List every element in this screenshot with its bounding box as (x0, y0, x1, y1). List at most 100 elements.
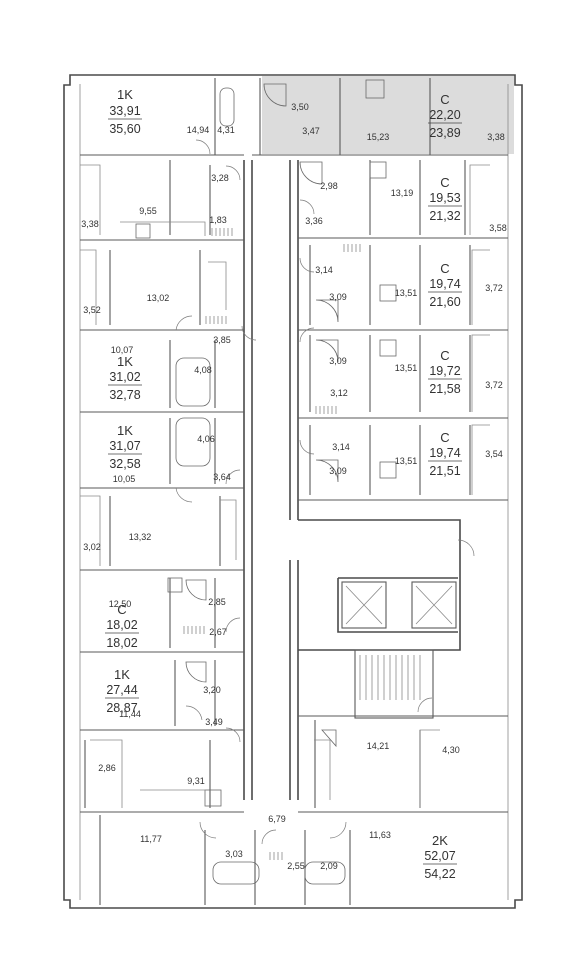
apartment-type: C (440, 348, 449, 363)
shower-7 (185, 661, 207, 683)
apartment-a2: C 22,20 23,89 (428, 92, 462, 140)
right-dividers (252, 154, 508, 813)
room-area: 3,72 (485, 380, 503, 390)
elevator-2-cross (415, 585, 453, 625)
living-area: 52,07 (424, 849, 455, 863)
room-area: 2,67 (209, 627, 227, 637)
room-area: 3,20 (203, 685, 221, 695)
apartment-a1: 1K 33,91 35,60 (108, 87, 142, 136)
shower-6 (185, 579, 207, 601)
stove-8 (167, 577, 183, 593)
living-area: 33,91 (109, 104, 140, 118)
total-area: 21,51 (429, 464, 460, 478)
stove-7 (204, 789, 222, 807)
apartment-type: 1K (117, 423, 133, 438)
room-area: 3,03 (225, 849, 243, 859)
stair-steps (359, 655, 421, 700)
shower-5 (315, 459, 339, 483)
room-area: 2,09 (320, 861, 338, 871)
room-area: 15,23 (367, 132, 390, 142)
room-area: 3,12 (330, 388, 348, 398)
room-area: 13,51 (395, 363, 418, 373)
room-area: 14,21 (367, 741, 390, 751)
room-area: 13,02 (147, 293, 170, 303)
room-area: 3,85 (213, 335, 231, 345)
living-area: 19,53 (429, 191, 460, 205)
stove-6 (135, 223, 151, 239)
apartment-type: C (440, 92, 449, 107)
apartment-a9: C 18,02 18,02 (105, 602, 139, 650)
room-area: 2,86 (98, 763, 116, 773)
outer-wall (63, 74, 523, 909)
stove-5 (379, 461, 397, 479)
room-area: 13,19 (391, 188, 414, 198)
elevator-shaft-2 (411, 581, 457, 629)
room-area: 4,08 (194, 365, 212, 375)
total-area: 54,22 (424, 867, 455, 881)
room-area: 10,07 (111, 345, 134, 355)
room-area: 1,83 (209, 215, 227, 225)
room-area: 3,09 (329, 466, 347, 476)
room-area: 14,94 (187, 125, 210, 135)
room-area: 4,31 (217, 125, 235, 135)
apartment-type: C (440, 261, 449, 276)
apartment-type: C (440, 430, 449, 445)
room-area: 3,09 (329, 356, 347, 366)
total-area: 32,78 (109, 388, 140, 402)
apartment-a4: C 19,74 21,60 (428, 261, 462, 309)
apartment-a11: 2K 52,07 54,22 (423, 833, 457, 881)
staircase (354, 649, 434, 719)
total-area: 23,89 (429, 126, 460, 140)
room-area: 3,58 (489, 223, 507, 233)
room-area: 3,28 (211, 173, 229, 183)
room-area: 2,55 (287, 861, 305, 871)
room-area: 13,51 (395, 288, 418, 298)
shower-1 (263, 83, 287, 107)
apartment-type: C (440, 175, 449, 190)
door-swings (175, 139, 475, 845)
apartment-a5: C 19,72 21,58 (428, 348, 462, 396)
total-area: 32,58 (109, 457, 140, 471)
right-partitions (309, 78, 471, 808)
bathtub-3 (175, 417, 211, 467)
elevator-shaft-1 (341, 581, 387, 629)
room-area: 11,77 (140, 834, 162, 844)
room-area: 3,52 (83, 305, 101, 315)
room-area: 3,38 (487, 132, 505, 142)
shower-8 (321, 729, 337, 748)
apartment-type: C (117, 602, 126, 617)
apartment-a3: C 19,53 21,32 (428, 175, 462, 223)
highlighted-balcony (474, 76, 514, 154)
living-area: 18,02 (106, 618, 137, 632)
bathtub-4 (212, 861, 260, 885)
room-area: 3,14 (332, 442, 350, 452)
total-area: 21,58 (429, 382, 460, 396)
bathtub-1 (219, 87, 235, 127)
bathtub-5 (304, 861, 346, 885)
room-area: 3,50 (291, 102, 309, 112)
room-area: 3,47 (302, 126, 320, 136)
left-dividers (80, 154, 244, 813)
apartment-a6: 1K 31,02 32,78 (108, 354, 142, 402)
shower-4 (315, 339, 339, 363)
apartment-type: 1K (117, 354, 133, 369)
room-area: 3,64 (213, 472, 231, 482)
room-area: 11,63 (369, 830, 391, 840)
room-area: 3,49 (205, 717, 223, 727)
room-area: 4,30 (442, 745, 460, 755)
room-area: 2,98 (320, 181, 338, 191)
highlighted-apartment (262, 76, 475, 154)
stove-3 (379, 284, 397, 302)
stove-2 (369, 161, 387, 179)
left-balconies (80, 164, 123, 808)
vent-hatching (183, 228, 361, 860)
total-area: 35,60 (109, 122, 140, 136)
living-area: 31,07 (109, 439, 140, 453)
room-area: 2,85 (208, 597, 226, 607)
living-area: 19,74 (429, 277, 460, 291)
room-area: 13,51 (395, 456, 418, 466)
elevator-1-cross (345, 585, 383, 625)
apartment-type: 1K (114, 667, 130, 682)
